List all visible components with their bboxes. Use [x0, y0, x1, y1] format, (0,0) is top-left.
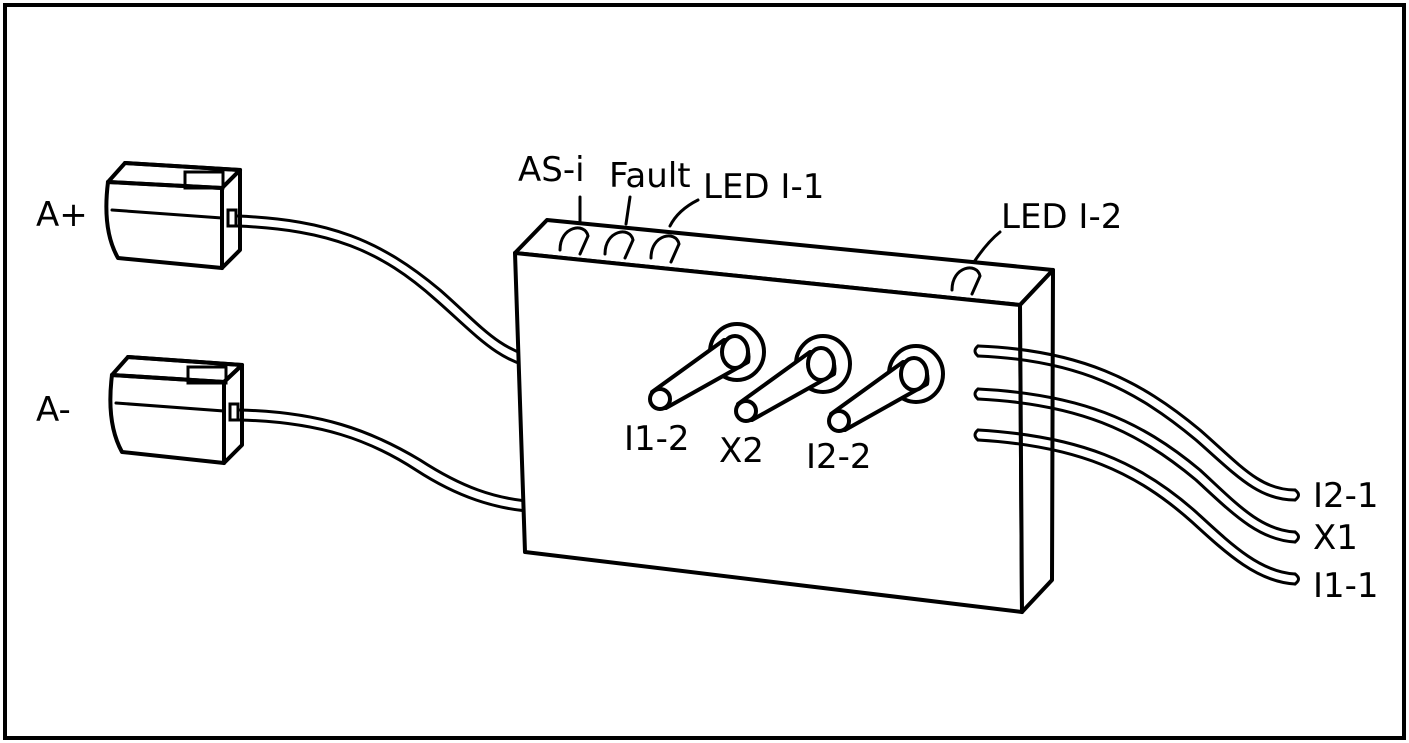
label-led-i2: LED I-2	[1001, 197, 1122, 237]
label-led-i1: LED I-1	[703, 167, 824, 207]
led-i1-icon	[649, 234, 681, 264]
cables-left	[236, 214, 545, 514]
port-x2	[734, 334, 852, 423]
led-i2-icon	[950, 266, 982, 296]
port-i1-2	[648, 322, 766, 411]
label-wire-i2-1: I2-1	[1313, 476, 1379, 516]
module-box	[513, 218, 1055, 614]
label-led-fault: Fault	[609, 156, 691, 196]
led-asi-icon	[558, 226, 590, 256]
label-led-asi: AS-i	[518, 150, 585, 190]
connector-a-plus	[104, 161, 242, 270]
cables-right	[973, 344, 1300, 586]
label-wire-x1: X1	[1313, 518, 1358, 558]
led-row	[558, 226, 982, 296]
label-port-i1-2: I1-2	[624, 419, 690, 459]
label-port-i2-2: I2-2	[806, 437, 872, 477]
diagram-frame	[3, 3, 1406, 740]
label-port-x2: X2	[719, 431, 764, 471]
label-wire-i1-1: I1-1	[1313, 566, 1379, 606]
label-a-plus: A+	[36, 195, 88, 235]
port-i2-2	[827, 344, 945, 433]
connector-a-minus	[108, 355, 244, 465]
label-a-minus: A-	[36, 390, 71, 430]
led-leaders	[578, 195, 1002, 264]
led-fault-icon	[603, 230, 635, 260]
